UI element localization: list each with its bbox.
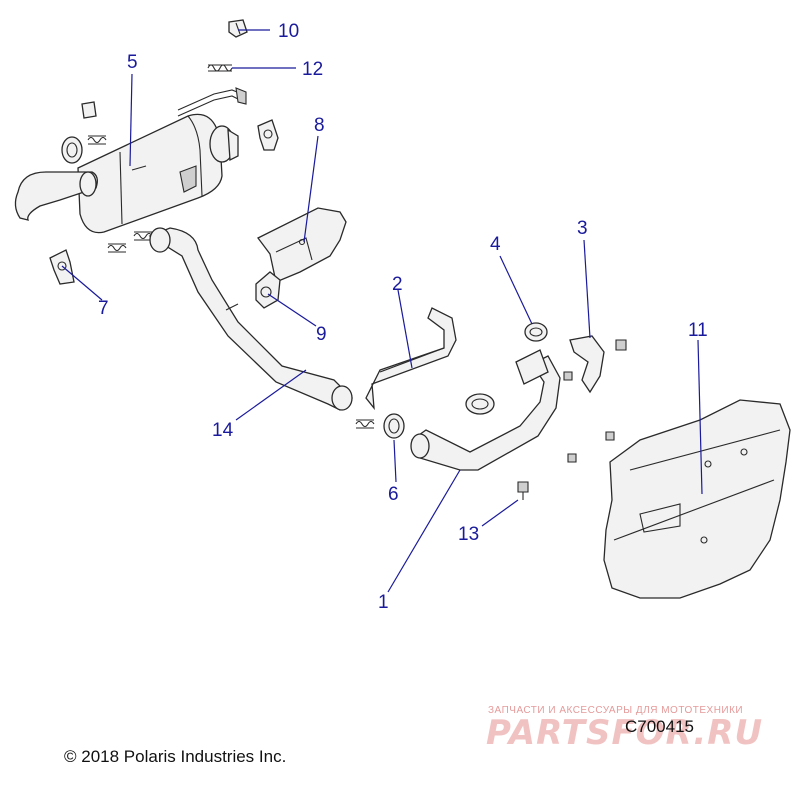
copyright-notice: © 2018 Polaris Industries Inc. bbox=[64, 747, 287, 766]
part-2-mid-shield bbox=[365, 307, 457, 411]
part-13-bolt bbox=[517, 481, 529, 500]
part-7-bracket bbox=[49, 249, 75, 285]
fasteners bbox=[563, 339, 627, 463]
muffler-clamp-bracket bbox=[257, 119, 279, 151]
spring-right bbox=[133, 231, 153, 241]
callout-4: 4 bbox=[490, 234, 501, 255]
part-3-small-shield bbox=[569, 335, 605, 394]
callout-3: 3 bbox=[577, 218, 588, 239]
callout-14: 14 bbox=[212, 420, 234, 441]
part-11-heat-shield bbox=[603, 399, 791, 599]
grommet bbox=[81, 101, 97, 119]
callout-8: 8 bbox=[314, 115, 325, 136]
callout-11: 11 bbox=[688, 320, 708, 341]
part-6-gasket bbox=[383, 413, 405, 439]
spring-upper bbox=[87, 135, 107, 145]
part-12-spring bbox=[207, 64, 233, 72]
spring-center bbox=[355, 419, 375, 429]
callout-9: 9 bbox=[316, 324, 327, 345]
figure-code: C700415 bbox=[625, 717, 695, 736]
part-14-head-pipe bbox=[148, 227, 353, 411]
callout-1: 1 bbox=[378, 592, 389, 613]
callout-7: 7 bbox=[98, 298, 109, 319]
part-9-gasket bbox=[255, 271, 281, 309]
callout-10: 10 bbox=[278, 21, 299, 42]
watermark-tagline: ЗАПЧАСТИ И АКСЕССУАРЫ ДЛЯ МОТОТЕХНИКИ bbox=[488, 705, 744, 716]
part-4-clamp bbox=[524, 322, 548, 342]
part-8-heat-shield bbox=[257, 207, 347, 283]
clamp-ring bbox=[465, 393, 495, 415]
callout-5: 5 bbox=[127, 52, 138, 73]
watermark-logo: PARTSFOR.RU bbox=[486, 713, 764, 753]
leader-lines bbox=[61, 29, 703, 593]
gasket-ring bbox=[61, 136, 83, 164]
part-1-mid-pipe bbox=[410, 349, 561, 471]
callout-2: 2 bbox=[392, 274, 403, 295]
callout-6: 6 bbox=[388, 484, 399, 505]
callout-13: 13 bbox=[458, 524, 479, 545]
part-10-nut bbox=[228, 19, 248, 38]
spring-left bbox=[107, 243, 127, 253]
part-5-muffler bbox=[14, 87, 247, 234]
callout-12: 12 bbox=[302, 59, 323, 80]
